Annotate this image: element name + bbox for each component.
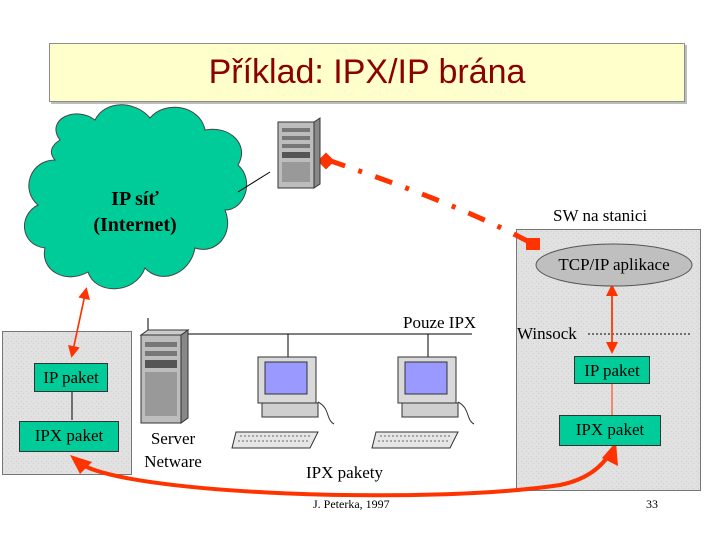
- cloud-label-line1: IP síť: [111, 188, 159, 210]
- winsock-label: Winsock: [517, 324, 577, 343]
- virtual-connection-dashed-arrow: [327, 157, 537, 248]
- server-label-line1: Server: [150, 429, 196, 448]
- server-label: Server Netware: [137, 427, 209, 473]
- internet-cloud-icon: [23, 104, 248, 290]
- footer-author: J. Peterka, 1997: [313, 497, 390, 511]
- top-server-icon: [277, 117, 321, 189]
- workstation-1-icon: [231, 356, 335, 449]
- footer-page-number: 33: [646, 497, 658, 511]
- gateway-ip-packet: IP paket: [34, 363, 108, 392]
- pouze-ipx-label: Pouze IPX: [403, 313, 477, 332]
- ipx-packets-label: IPX pakety: [306, 463, 383, 482]
- slide-title: Příklad: IPX/IP brána: [208, 53, 526, 91]
- gateway-ipx-packet: IPX paket: [19, 421, 119, 452]
- station-ipx-packet: IPX paket: [559, 415, 661, 446]
- server-label-line2: Netware: [144, 452, 202, 471]
- netware-server-icon: [139, 329, 190, 424]
- tcpip-app-label: TCP/IP aplikace: [558, 255, 670, 274]
- title-box: Příklad: IPX/IP brána: [49, 43, 685, 102]
- sw-station-label: SW na stanici: [553, 206, 648, 225]
- workstation-2-icon: [371, 356, 475, 449]
- cloud-label: IP síť (Internet): [70, 186, 200, 238]
- cloud-label-line2: (Internet): [93, 214, 177, 236]
- ipx-path-arrow: [76, 448, 614, 498]
- station-ip-packet: IP paket: [574, 356, 650, 384]
